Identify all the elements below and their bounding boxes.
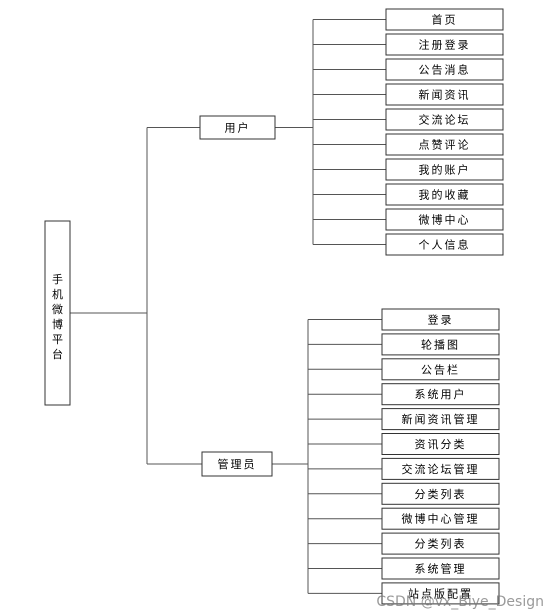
leaf-node-label: 微博中心管理 xyxy=(402,512,480,526)
leaf-node-box xyxy=(381,507,500,530)
leaf-node-box xyxy=(385,108,504,131)
leaf-node-label: 交流论坛管理 xyxy=(402,462,480,476)
leaf-node: 系统管理 xyxy=(381,557,500,580)
leaf-node-box xyxy=(385,183,504,206)
leaf-node: 微博中心 xyxy=(385,208,504,231)
leaf-node-box xyxy=(385,208,504,231)
leaf-node-box xyxy=(381,383,500,406)
leaf-node-label: 我的收藏 xyxy=(419,188,471,202)
leaf-node: 注册登录 xyxy=(385,33,504,56)
leaf-node-label: 微博中心 xyxy=(419,213,471,227)
leaf-node-box xyxy=(381,557,500,580)
leaf-node-label: 登录 xyxy=(428,313,454,327)
leaf-node-box xyxy=(381,582,500,605)
leaf-node: 公告栏 xyxy=(381,358,500,381)
leaf-node-box xyxy=(385,33,504,56)
branch-node-1-label: 管理员 xyxy=(218,457,257,471)
leaf-node: 微博中心管理 xyxy=(381,507,500,530)
leaf-node-label: 个人信息 xyxy=(419,238,471,252)
leaf-node-label: 分类列表 xyxy=(415,487,467,501)
leaf-node: 轮播图 xyxy=(381,333,500,356)
leaf-node-label: 分类列表 xyxy=(415,537,467,551)
leaf-node-box xyxy=(381,457,500,480)
leaf-node: 我的账户 xyxy=(385,158,504,181)
diagram-nodes: 手机微博平台 用户 首页注册登录公告消息新闻资讯交流论坛点赞评论我的账户我的收藏微博… xyxy=(44,8,504,605)
leaf-node-label: 资讯分类 xyxy=(415,437,467,451)
leaf-node: 我的收藏 xyxy=(385,183,504,206)
leaf-node-label: 新闻资讯管理 xyxy=(402,412,480,426)
connector-lines xyxy=(70,19,386,594)
root-node-box xyxy=(44,220,71,406)
leaf-node: 分类列表 xyxy=(381,532,500,555)
leaf-node-label: 系统用户 xyxy=(415,387,467,401)
watermark-text: CSDN @vx_Biye_Design xyxy=(376,594,544,610)
leaf-node-box xyxy=(381,532,500,555)
branch-node-0: 用户 xyxy=(199,115,276,140)
leaf-node: 登录 xyxy=(381,308,500,331)
leaf-node: 资讯分类 xyxy=(381,433,500,455)
leaf-node: 公告消息 xyxy=(385,58,504,81)
leaf-node: 新闻资讯管理 xyxy=(381,408,500,431)
leaf-node-label: 注册登录 xyxy=(419,38,471,52)
leaf-node-label: 首页 xyxy=(432,13,458,27)
leaf-node: 新闻资讯 xyxy=(385,83,504,106)
leaf-node-label: 公告消息 xyxy=(419,63,471,77)
branch-node-0-box xyxy=(199,115,276,140)
leaf-node-label: 交流论坛 xyxy=(419,113,471,127)
leaf-node-box xyxy=(381,358,500,381)
leaf-node-label: 点赞评论 xyxy=(419,138,471,152)
leaf-node: 交流论坛管理 xyxy=(381,457,500,480)
root-node-label: 手机微博平台 xyxy=(52,272,63,361)
leaf-node-label: 轮播图 xyxy=(421,337,460,351)
leaf-node: 交流论坛 xyxy=(385,108,504,131)
leaf-node-label: 系统管理 xyxy=(415,562,467,576)
leaf-node-box xyxy=(385,158,504,181)
leaf-node-box xyxy=(385,83,504,106)
branch-node-1-box xyxy=(201,451,273,477)
leaf-node-box xyxy=(385,8,504,31)
leaf-node-box xyxy=(381,433,500,455)
branch-node-0-label: 用户 xyxy=(225,121,251,135)
leaf-node: 站点版配置 xyxy=(381,582,500,605)
leaf-node: 系统用户 xyxy=(381,383,500,406)
leaf-node-box xyxy=(381,308,500,331)
leaf-node: 个人信息 xyxy=(385,233,504,256)
leaf-node-box xyxy=(381,333,500,356)
leaf-node-box xyxy=(385,58,504,81)
leaf-node-label: 新闻资讯 xyxy=(419,88,471,102)
leaf-node-label: 公告栏 xyxy=(421,362,460,376)
leaf-node: 分类列表 xyxy=(381,482,500,505)
leaf-node: 点赞评论 xyxy=(385,133,504,156)
leaf-node-label: 站点版配置 xyxy=(408,586,473,600)
leaf-node: 首页 xyxy=(385,8,504,31)
leaf-node-box xyxy=(381,482,500,505)
leaf-node-box xyxy=(385,233,504,256)
leaf-node-box xyxy=(381,408,500,431)
leaf-node-label: 我的账户 xyxy=(419,163,471,177)
root-node: 手机微博平台 xyxy=(44,220,71,406)
leaf-node-box xyxy=(385,133,504,156)
branch-node-1: 管理员 xyxy=(201,451,273,477)
